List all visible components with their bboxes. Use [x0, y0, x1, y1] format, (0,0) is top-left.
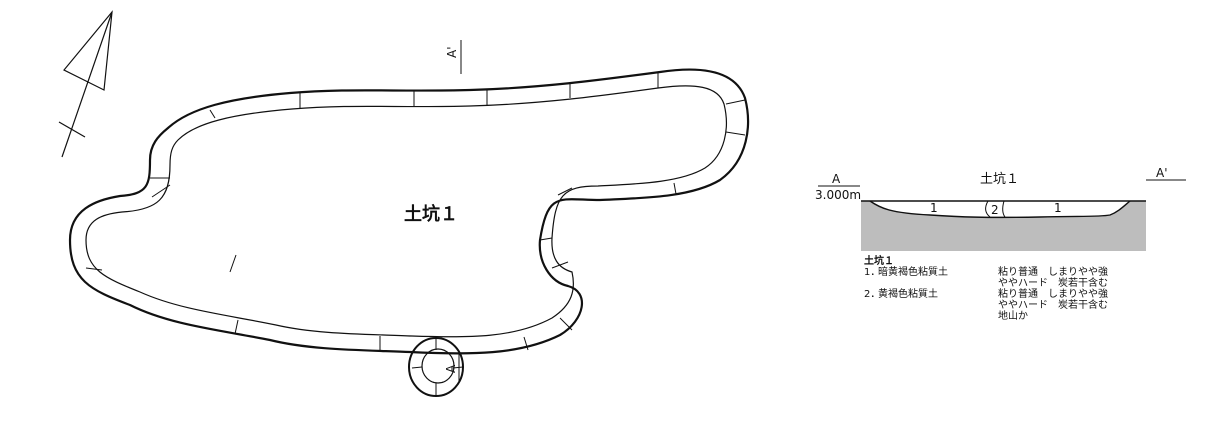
section-layer-label-2: 2: [991, 203, 999, 217]
section-ground-fill: [861, 201, 1146, 251]
legend-layer-desc: 粘り普通 しまりやや強 ややハード 炭若干含む 地山か: [998, 289, 1128, 322]
wall-hachures: [85, 72, 746, 352]
section-marker-top-label: A': [445, 46, 459, 58]
legend-desc-line: ややハード 炭若干含む: [998, 278, 1108, 289]
pit-outline-inner: [85, 85, 727, 338]
legend-layer-no: 1．: [864, 267, 881, 278]
legend-desc-line: 粘り普通 しまりやや強: [998, 289, 1108, 300]
legend-desc-line: 粘り普通 しまりやや強: [998, 267, 1108, 278]
plan-section-marker-top: A': [445, 40, 462, 74]
section-elevation: 3.000m: [815, 188, 861, 202]
legend-title: 土坑１: [864, 256, 894, 267]
section-layer-label-1b: 1: [1054, 201, 1062, 215]
soil-legend: 土坑１ 1． 暗黄褐色粘質土 粘り普通 しまりやや強 ややハード 炭若干含む 2…: [864, 256, 1128, 322]
section-right-label: A': [1156, 166, 1168, 180]
legend-layer-no: 2．: [864, 289, 881, 300]
section-marker-bottom-label: A: [444, 364, 458, 373]
plan-feature-label: 土坑１: [404, 203, 458, 225]
section-title: 土坑１: [980, 172, 1019, 187]
legend-layer-soil: 黄褐色粘質土: [878, 289, 938, 300]
small-pit: [408, 337, 464, 397]
plan-section-marker-bottom: A: [444, 352, 460, 382]
legend-row-1: 1． 暗黄褐色粘質土 粘り普通 しまりやや強 ややハード 炭若干含む: [864, 267, 1128, 289]
legend-layer-soil: 暗黄褐色粘質土: [878, 267, 948, 278]
section-left-label: A: [832, 172, 841, 186]
north-arrow-icon: [58, 10, 113, 158]
legend-row-2: 2． 黄褐色粘質土 粘り普通 しまりやや強 ややハード 炭若干含む 地山か: [864, 289, 1128, 322]
legend-desc-line: ややハード 炭若干含む: [998, 300, 1108, 311]
legend-layer-desc: 粘り普通 しまりやや強 ややハード 炭若干含む: [998, 267, 1128, 289]
section-layer-label-1a: 1: [930, 201, 938, 215]
legend-desc-line: 地山か: [998, 311, 1028, 322]
pit-outline-outer: [68, 68, 750, 355]
section-drawing: A 3.000m 土坑１ A' 1 2 1: [815, 166, 1186, 251]
